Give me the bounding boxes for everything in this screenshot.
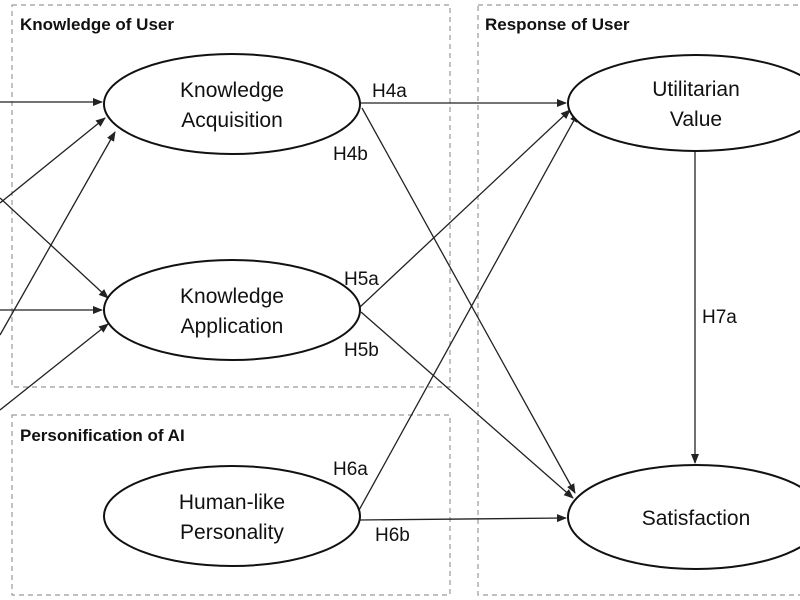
edge-label-h6b: H6b (375, 525, 410, 546)
node-utilitarian-value: Utilitarian Value (567, 54, 800, 152)
edge-h6b (359, 514, 567, 523)
node-human-like-personality-line2: Personality (180, 521, 284, 544)
node-knowledge-acquisition: Knowledge Acquisition (103, 53, 361, 155)
edge-label-h4b: H4b (333, 144, 368, 165)
node-satisfaction-line1: Satisfaction (642, 507, 751, 530)
node-knowledge-application: Knowledge Application (103, 259, 361, 361)
group-title-knowledge: Knowledge of User (20, 15, 174, 34)
node-knowledge-application-line1: Knowledge (180, 285, 284, 308)
group-box-personification (11, 414, 451, 596)
group-title-personification: Personification of AI (20, 426, 185, 445)
edge-incoming-2 (0, 117, 106, 204)
edge-incoming-3 (0, 131, 116, 336)
edge-label-h7a: H7a (702, 307, 737, 328)
edge-label-h6a: H6a (333, 459, 368, 480)
node-utilitarian-value-line2: Value (670, 108, 722, 131)
node-knowledge-acquisition-line2: Acquisition (181, 109, 283, 132)
node-utilitarian-value-line1: Utilitarian (652, 78, 740, 101)
node-human-like-personality-line1: Human-like (179, 491, 285, 514)
edge-h5b (360, 311, 574, 499)
node-human-like-personality: Human-like Personality (103, 465, 361, 567)
edge-label-h5b: H5b (344, 340, 379, 361)
edge-h5a (359, 109, 571, 308)
edge-h4b (361, 107, 576, 494)
edge-incoming-4 (0, 197, 109, 299)
group-box-response (477, 4, 800, 596)
node-satisfaction: Satisfaction (567, 464, 800, 570)
edge-incoming-6 (0, 323, 109, 411)
node-knowledge-acquisition-line1: Knowledge (180, 79, 284, 102)
edge-label-h5a: H5a (344, 269, 379, 290)
edge-h6a (357, 112, 579, 513)
edge-label-h4a: H4a (372, 81, 407, 102)
group-title-response: Response of User (485, 15, 630, 34)
group-box-knowledge (11, 4, 451, 388)
node-knowledge-application-line2: Application (181, 315, 284, 338)
